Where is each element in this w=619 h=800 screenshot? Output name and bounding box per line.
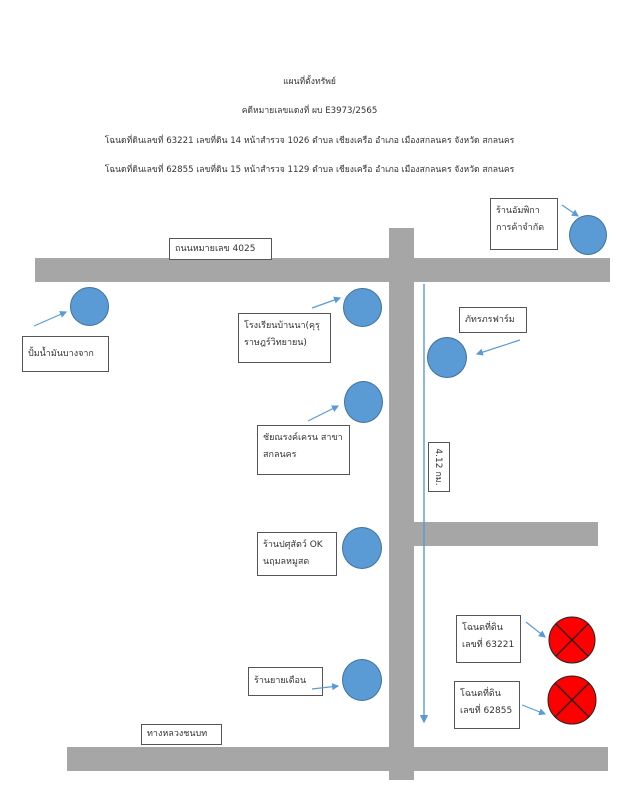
chaiyanarong-label-line1: ชัยณรงค์เครน สาขา — [263, 433, 343, 443]
chaiyanarong-label-line2: สกลนคร — [263, 450, 297, 461]
amphika-shop-marker — [569, 215, 607, 255]
amphika-shop-label-line1: ร้านอัมพิกา — [496, 206, 540, 216]
gas-station-arrow — [33, 311, 68, 327]
highway-label: ถนนหมายเลข 4025 — [169, 238, 272, 260]
highway-4025 — [35, 258, 610, 282]
school-arrow — [311, 296, 342, 309]
gas-station-label: ปั้มน้ำมันบางจาก — [22, 336, 109, 372]
deed-2-description: โฉนดที่ดินเลขที่ 62855 เลขที่ดิน 15 หน้า… — [104, 165, 515, 175]
amphika-shop-label: ร้านอัมพิกา การค้าจำกัด — [490, 198, 558, 250]
property-63221-marker — [548, 616, 596, 664]
pharmacy-label-text: ภัทรภรฟาร์ม — [465, 315, 515, 325]
pharmacy-label: ภัทรภรฟาร์ม — [459, 307, 527, 333]
rural-road — [67, 747, 608, 771]
property-63221-label-line1: โฉนดที่ดิน — [462, 623, 503, 633]
distance-label: 4.12 กม. — [428, 442, 450, 492]
deed-1-description: โฉนดที่ดินเลขที่ 63221 เลขที่ดิน 14 หน้า… — [104, 136, 515, 146]
ok-shop-label: ร้านปศุสัตว์ OK นฤมลหมูสด — [257, 532, 337, 576]
yai-shop-marker — [342, 659, 382, 701]
map-title: แผนที่ตั้งทรัพย์ — [283, 77, 336, 87]
chaiyanarong-arrow — [307, 405, 340, 422]
rural-road-label-text: ทางหลวงชนบท — [147, 729, 208, 739]
school-label-line2: ราษฎร์วิทยายน) — [244, 338, 307, 349]
property-63221-label-line2: เลขที่ 63221 — [462, 640, 515, 651]
property-62855-label: โฉนดที่ดิน เลขที่ 62855 — [454, 681, 520, 729]
ok-shop-label-line2: นฤมลหมูสด — [263, 557, 310, 568]
school-marker — [343, 288, 382, 327]
property-63221-arrow — [525, 621, 546, 638]
property-63221-label: โฉนดที่ดิน เลขที่ 63221 — [456, 615, 521, 663]
side-road — [414, 522, 598, 546]
main-vertical-road — [389, 228, 414, 780]
property-62855-label-line1: โฉนดที่ดิน — [460, 689, 501, 699]
gas-station-marker — [70, 287, 109, 326]
amphika-shop-label-line2: การค้าจำกัด — [496, 223, 545, 234]
pharmacy-marker — [427, 337, 467, 378]
amphika-shop-arrow — [561, 204, 579, 217]
highway-label-text: ถนนหมายเลข 4025 — [175, 244, 256, 254]
school-label-line1: โรงเรียนบ้านนา(คุรุ — [244, 321, 320, 331]
ok-shop-marker — [342, 527, 382, 569]
case-number: คดีหมายเลขแดงที่ ผบ E3973/2565 — [241, 106, 378, 116]
gas-station-label-text: ปั้มน้ำมันบางจาก — [28, 349, 94, 359]
property-62855-label-line2: เลขที่ 62855 — [460, 706, 513, 717]
yai-shop-label-text: ร้านยายเดือน — [254, 676, 307, 686]
school-label: โรงเรียนบ้านนา(คุรุ ราษฎร์วิทยายน) — [238, 313, 331, 363]
ok-shop-label-line1: ร้านปศุสัตว์ OK — [263, 540, 323, 550]
pharmacy-arrow — [475, 339, 521, 356]
chaiyanarong-marker — [344, 381, 383, 423]
rural-road-label: ทางหลวงชนบท — [141, 724, 222, 745]
yai-shop-label: ร้านยายเดือน — [248, 667, 323, 696]
yai-shop-arrow — [311, 683, 340, 691]
property-62855-marker — [547, 675, 597, 725]
property-62855-arrow — [521, 704, 547, 716]
chaiyanarong-label: ชัยณรงค์เครน สาขา สกลนคร — [257, 425, 350, 475]
